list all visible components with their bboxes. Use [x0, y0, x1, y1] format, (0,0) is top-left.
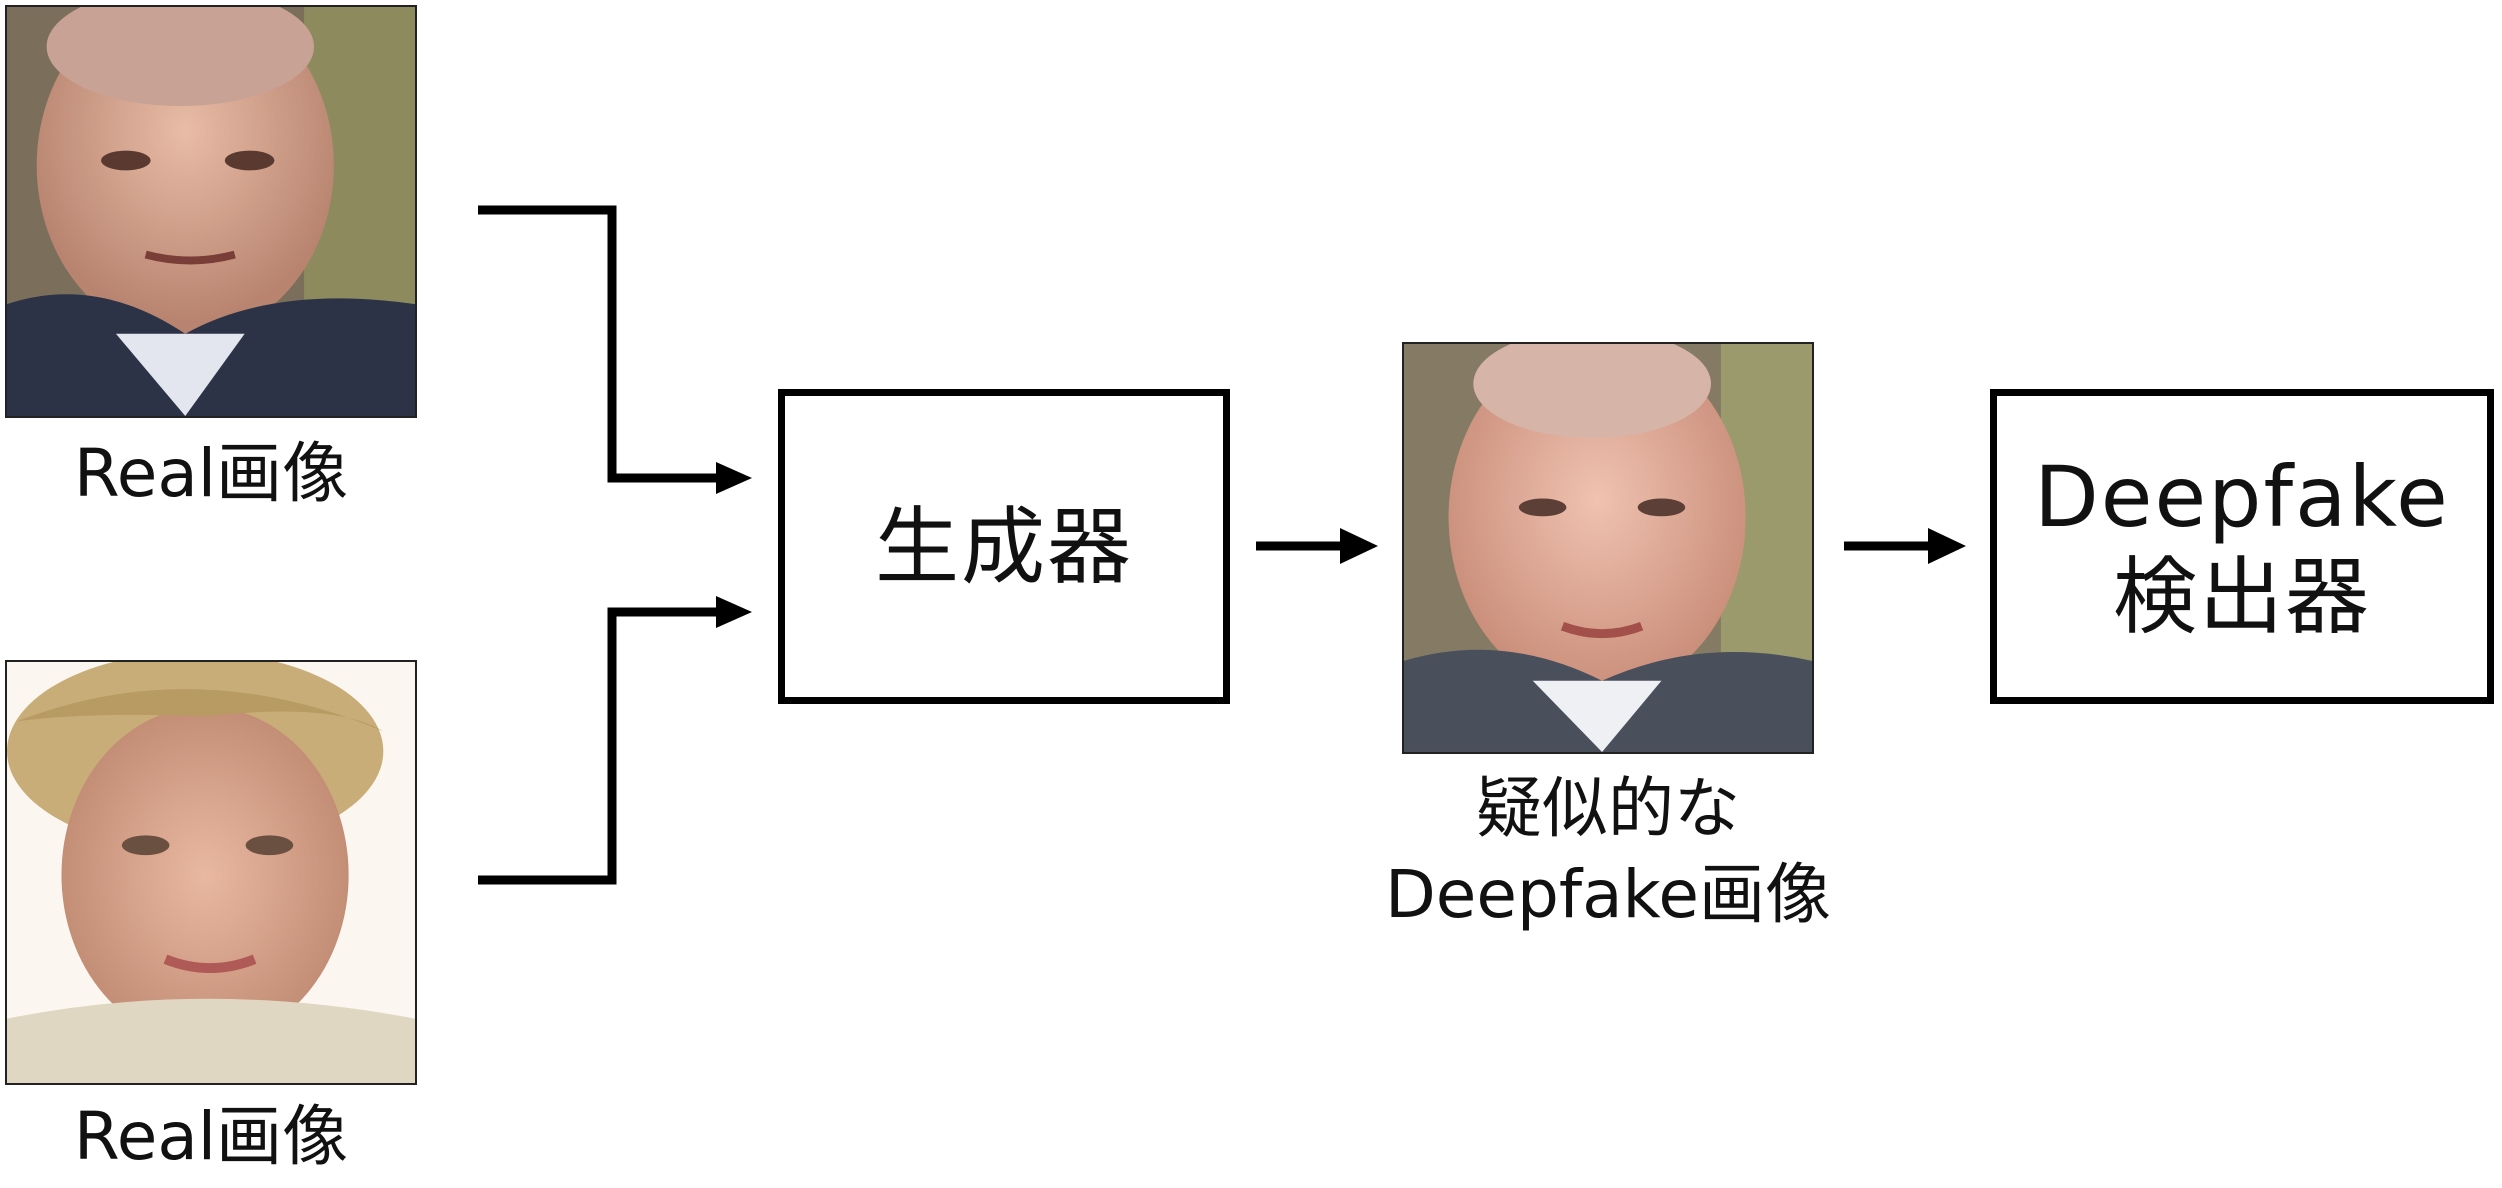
pseudo-deepfake-label-line1: 疑似的な [1476, 770, 1740, 847]
real-image-label: Real画像 [73, 1098, 349, 1175]
face-photo-woman [5, 660, 417, 1085]
arrow-input1-to-generator [478, 205, 720, 483]
real-image-label: Real画像 [73, 435, 349, 512]
arrowhead-input1 [716, 462, 752, 494]
arrowhead-fake-to-detector [1928, 528, 1966, 564]
arrowhead-generator-to-fake [1340, 528, 1378, 564]
pseudo-deepfake-label: 疑似的な Deepfake画像 [1300, 770, 1916, 934]
generator-box: 生成器 [778, 389, 1230, 704]
face-photo-blended [1402, 342, 1814, 754]
face-photo-man [5, 5, 417, 418]
deepfake-detector-box: Deepfake 検出器 [1990, 389, 2494, 704]
generator-label: 生成器 [874, 497, 1133, 596]
arrowhead-input2 [716, 596, 752, 628]
pseudo-deepfake-label-line2: Deepfake画像 [1384, 856, 1832, 933]
detector-label-line1: Deepfake [2034, 447, 2450, 546]
arrow-input2-to-generator [478, 607, 720, 885]
detector-label-line2: 検出器 [2112, 547, 2371, 646]
